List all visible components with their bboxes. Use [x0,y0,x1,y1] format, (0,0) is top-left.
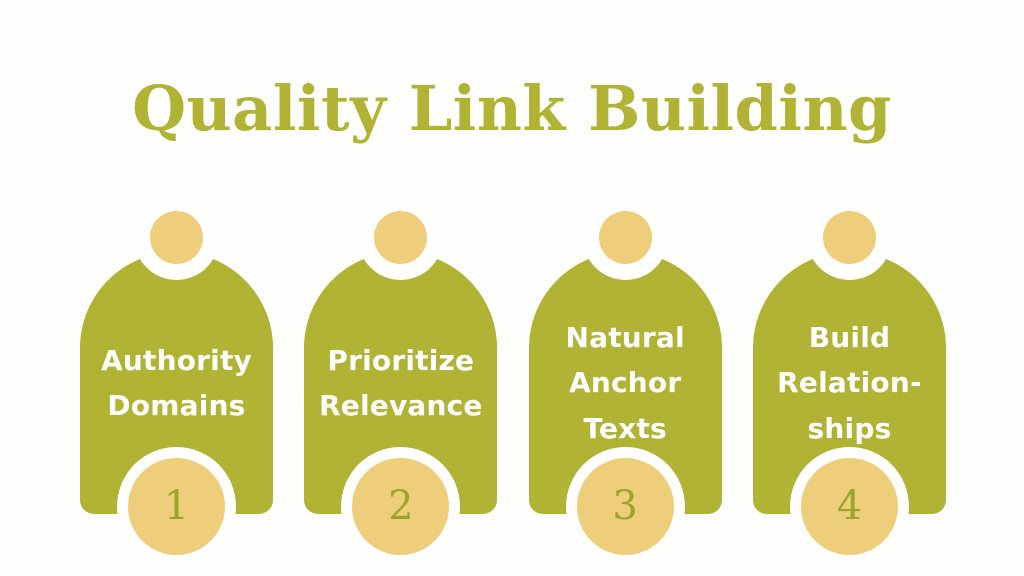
step-card-2[interactable]: Prioritize Relevance 2 [304,195,498,576]
card-label: Natural Anchor Texts [565,320,685,445]
number-badge-label: 2 [388,482,414,529]
dot-icon [822,211,876,264]
number-badge-label: 1 [163,482,190,529]
card-label: Build Relation- ships [777,320,922,445]
card-label: Prioritize Relevance [319,343,483,422]
number-badge: 1 [128,458,225,555]
dot-icon [374,211,428,264]
number-badge: 2 [352,458,450,555]
step-card-3[interactable]: Natural Anchor Texts 3 [528,195,722,576]
number-badge: 4 [800,458,898,555]
dot-icon [598,211,652,264]
number-badge: 3 [576,458,674,555]
card-row: Authority Domains 1 Prioritize Relevance… [80,195,946,576]
step-card-1[interactable]: Authority Domains 1 [80,195,273,576]
page-title: Quality Link Building [132,72,892,145]
dot-icon [150,211,203,264]
step-card-4[interactable]: Build Relation- ships 4 [752,195,946,576]
number-badge-label: 4 [836,482,863,529]
card-label: Authority Domains [100,343,252,422]
number-badge-label: 3 [612,482,638,529]
